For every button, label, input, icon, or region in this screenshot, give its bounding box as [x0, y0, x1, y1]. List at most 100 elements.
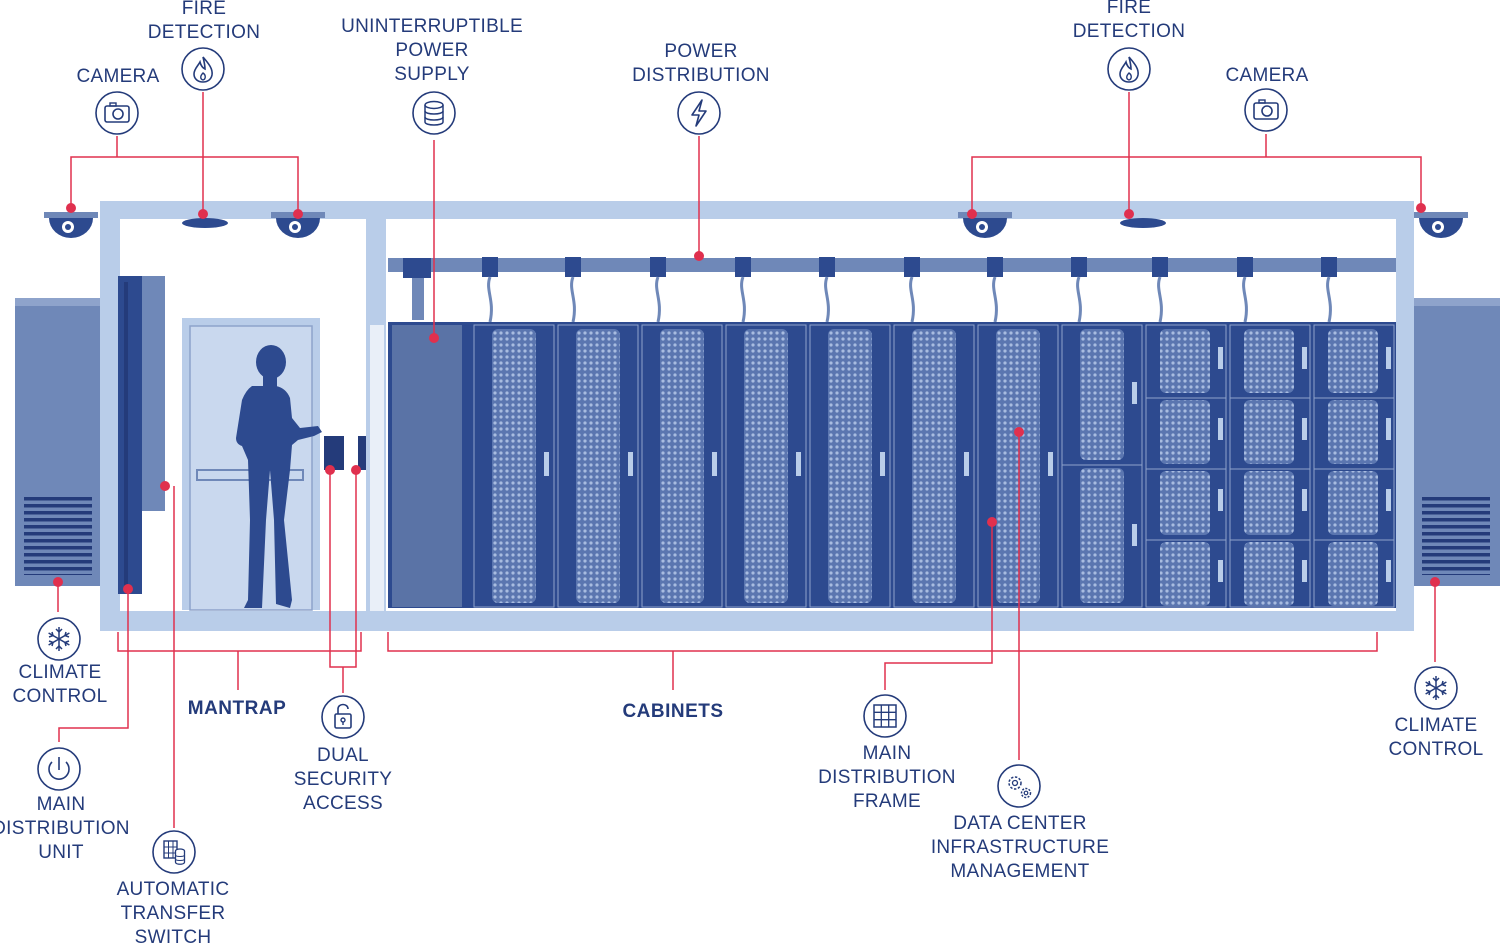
cabinet-door-mesh	[1328, 471, 1378, 535]
power-whip	[570, 276, 576, 323]
cabinet-handle	[628, 452, 633, 476]
cabinet-door-mesh	[1160, 329, 1210, 393]
cabinet-handle	[1302, 347, 1307, 369]
busway-tap-off	[819, 257, 835, 277]
label-line: POWER	[664, 41, 738, 62]
ups-cabinet	[392, 325, 462, 607]
label-line: DETECTION	[147, 22, 261, 43]
label-line: DISTRIBUTION	[0, 818, 130, 839]
camera-icon	[1244, 88, 1288, 132]
cabinet-handle	[964, 452, 969, 476]
snowflake-icon	[1414, 666, 1458, 710]
busway-tap-off	[1321, 257, 1337, 277]
fire-detector-right	[1120, 218, 1166, 228]
busway-tap-off	[565, 257, 581, 277]
cabinet-door-mesh	[1244, 542, 1294, 606]
label-line: MAIN	[36, 794, 86, 815]
busway-tap-off	[987, 257, 1003, 277]
busway-tap-off	[735, 257, 751, 277]
power-icon	[37, 747, 81, 791]
cabinet-handle	[880, 452, 885, 476]
cabinet-handle	[1218, 560, 1223, 582]
snowflake-icon	[37, 617, 81, 661]
cabinet-handle	[1302, 418, 1307, 440]
security-camera	[958, 212, 1012, 238]
label-line: CLIMATE	[18, 662, 102, 683]
security-camera	[44, 212, 98, 238]
cabinet-handle	[1218, 418, 1223, 440]
mantrap-label: MANTRAP	[188, 697, 287, 721]
label-line: CAMERA	[76, 66, 160, 87]
cabinet-row	[388, 322, 1396, 608]
security-readers	[324, 436, 366, 470]
label-line: ACCESS	[303, 793, 383, 814]
power-whip	[1076, 276, 1082, 323]
label-line: DUAL	[317, 745, 369, 766]
padlock-icon	[321, 695, 365, 739]
cabinet-handle	[1132, 382, 1137, 404]
climate-unit-left	[15, 298, 100, 586]
cabinet-door-mesh	[1160, 471, 1210, 535]
cabinet-handle	[1386, 489, 1391, 511]
dual-security-access-label: DUAL SECURITY ACCESS	[294, 744, 392, 816]
label-line: CONTROL	[12, 686, 108, 707]
label-line: CAMERA	[1225, 65, 1309, 86]
label-line: FIRE	[181, 0, 227, 19]
cabinet-handle	[1386, 560, 1391, 582]
power-whip	[487, 276, 493, 323]
power-whip	[1157, 276, 1163, 323]
grid-icon	[863, 694, 907, 738]
cabinet-handle	[1048, 452, 1053, 476]
busway-tap-off	[1237, 257, 1253, 277]
main-distribution-unit	[118, 276, 165, 594]
cabinet-door-mesh	[1244, 400, 1294, 464]
cabinet-handle	[1218, 347, 1223, 369]
callout-dots	[53, 203, 1440, 594]
cabinet-handle	[1302, 489, 1307, 511]
database-icon	[412, 91, 456, 135]
main-distribution-unit-label: MAIN DISTRIBUTION UNIT	[0, 793, 130, 865]
cabinet-handle	[544, 452, 549, 476]
power-whip	[909, 276, 915, 323]
cabinet-handle	[1386, 418, 1391, 440]
power-whip	[1326, 276, 1332, 323]
label-line: MANAGEMENT	[950, 861, 1090, 882]
cabinet-handle	[1218, 489, 1223, 511]
lightning-icon	[677, 91, 721, 135]
person-silhouette	[236, 345, 322, 608]
cabinet-door-mesh	[1160, 400, 1210, 464]
cabinet-door-mesh	[576, 329, 620, 603]
power-whip	[992, 276, 998, 323]
cabinet-door-mesh	[996, 329, 1040, 603]
busway-tap-off	[1071, 257, 1087, 277]
transfer-switch-icon	[152, 830, 196, 874]
camera-label-left: CAMERA	[76, 65, 159, 89]
camera-icon	[95, 91, 139, 135]
flame-icon	[181, 47, 225, 91]
cabinet-door-mesh	[1244, 471, 1294, 535]
busway-tap-off	[650, 257, 666, 277]
label-line: DISTRIBUTION	[818, 767, 956, 788]
cabinet-door-mesh	[1080, 468, 1124, 603]
cabinet-handle	[1302, 560, 1307, 582]
label-line: AUTOMATIC	[116, 879, 230, 900]
label-line: SWITCH	[134, 927, 212, 948]
label-line: SECURITY	[293, 769, 393, 790]
cabinet-door-mesh	[1080, 329, 1124, 460]
fire-detection-label-left: FIRE DETECTION	[148, 0, 260, 45]
label-line: POWER	[395, 40, 469, 61]
camera-label-right: CAMERA	[1225, 64, 1308, 88]
label-line: DETECTION	[1072, 21, 1186, 42]
busway-tap-off	[1152, 257, 1168, 277]
cabinet-door-mesh	[660, 329, 704, 603]
cabinet-door-mesh	[1328, 542, 1378, 606]
label-line: UNIT	[38, 842, 84, 863]
label-line: FIRE	[1106, 0, 1152, 18]
label-line: CLIMATE	[1394, 715, 1478, 736]
cabinet-handle	[1386, 347, 1391, 369]
label-line: DISTRIBUTION	[632, 65, 770, 86]
